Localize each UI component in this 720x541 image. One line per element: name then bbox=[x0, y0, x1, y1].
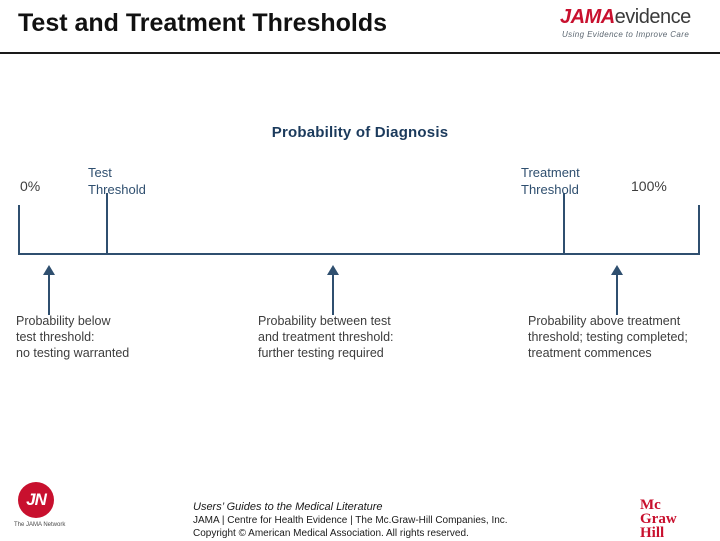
jama-network-logo: JN The JAMA Network bbox=[14, 482, 74, 540]
arrow-head-middle bbox=[327, 265, 339, 275]
up-arrow-icon-middle bbox=[326, 265, 340, 315]
test-threshold-label-line2: Threshold bbox=[88, 182, 146, 197]
mcgraw-hill-logo: Mc Graw Hill bbox=[640, 497, 710, 541]
page-title: Test and Treatment Thresholds bbox=[18, 9, 388, 37]
diagram-title: Probability of Diagnosis bbox=[271, 124, 449, 141]
caption-2-line3: further testing required bbox=[258, 346, 384, 360]
jama-brand-text: JAMA bbox=[560, 6, 615, 28]
jn-monogram-text: JN bbox=[26, 490, 47, 509]
caption-1-line1: Probability below bbox=[16, 314, 111, 328]
mcgraw-logo-line3: Hill bbox=[640, 525, 665, 541]
jama-logo-wordmark: JAMAevidence bbox=[560, 6, 716, 29]
jama-evidence-logo: JAMAevidence Using Evidence to Improve C… bbox=[560, 4, 716, 48]
arrow-head-right bbox=[611, 265, 623, 275]
up-arrow-icon-left bbox=[42, 265, 56, 315]
caption-between-thresholds: Probability between test and treatment t… bbox=[258, 313, 394, 361]
jama-product-text: evidence bbox=[614, 6, 692, 28]
axis-label-hundred: 100% bbox=[631, 178, 667, 194]
mcgraw-logo-line2: Graw bbox=[640, 511, 677, 527]
jama-logo-tagline: Using Evidence to Improve Care bbox=[562, 30, 690, 39]
jn-circle-shape bbox=[18, 482, 54, 518]
test-threshold-label-line1: Test bbox=[88, 165, 112, 180]
credit-source-title: Users’ Guides to the Medical Literature bbox=[193, 501, 383, 513]
caption-3-line3: treatment commences bbox=[528, 346, 652, 360]
mcgraw-logo-line1: Mc bbox=[640, 497, 661, 513]
treatment-threshold-label-line1: Treatment bbox=[521, 165, 580, 180]
footer-bar: JN The JAMA Network Users’ Guides to the… bbox=[0, 412, 720, 541]
axis-tick-treatment-threshold bbox=[563, 193, 565, 255]
caption-2-line1: Probability between test bbox=[258, 314, 391, 328]
axis-tick-test-threshold bbox=[106, 193, 108, 255]
arrow-shaft-right bbox=[616, 273, 618, 315]
header-bar: Test and Treatment Thresholds JAMAeviden… bbox=[0, 0, 720, 54]
credit-copyright: Copyright © American Medical Association… bbox=[193, 528, 469, 539]
caption-3-line2: threshold; testing completed; bbox=[528, 330, 688, 344]
caption-below-test-threshold: Probability below test threshold: no tes… bbox=[16, 313, 129, 361]
axis-tick-hundred bbox=[698, 205, 700, 255]
up-arrow-icon-right bbox=[610, 265, 624, 315]
arrow-head-left bbox=[43, 265, 55, 275]
caption-1-line2: test threshold: bbox=[16, 330, 95, 344]
treatment-threshold-label-line2: Threshold bbox=[521, 182, 579, 197]
caption-2-line2: and treatment threshold: bbox=[258, 330, 394, 344]
threshold-diagram: Probability of Diagnosis 0% 100% Test Th… bbox=[0, 52, 720, 412]
test-threshold-label: Test Threshold bbox=[88, 164, 146, 198]
credits-block: Users’ Guides to the Medical Literature … bbox=[193, 500, 593, 540]
caption-3-line1: Probability above treatment bbox=[528, 314, 681, 328]
axis-tick-zero bbox=[18, 205, 20, 255]
caption-above-treatment-threshold: Probability above treatment threshold; t… bbox=[528, 313, 688, 361]
arrow-shaft-left bbox=[48, 273, 50, 315]
arrow-shaft-middle bbox=[332, 273, 334, 315]
caption-1-line3: no testing warranted bbox=[16, 346, 130, 360]
axis-label-zero: 0% bbox=[20, 178, 41, 194]
treatment-threshold-label: Treatment Threshold bbox=[521, 164, 580, 198]
jn-logo-caption: The JAMA Network bbox=[14, 522, 66, 528]
credit-publishers: JAMA | Centre for Health Evidence | The … bbox=[193, 515, 508, 526]
probability-axis-line bbox=[18, 253, 700, 255]
